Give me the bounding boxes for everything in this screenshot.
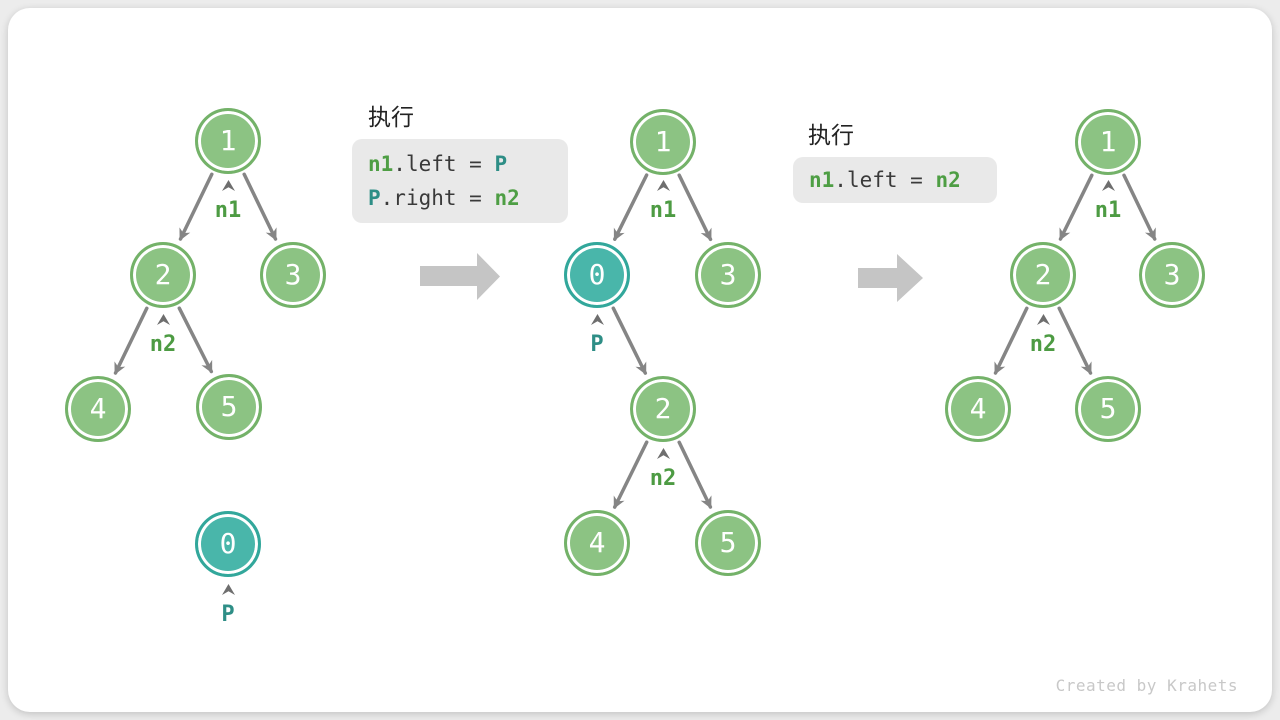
pointer-label: P: [590, 332, 604, 357]
code-token-n1: n1: [368, 152, 394, 176]
caret-up-icon: [221, 180, 235, 191]
tree1-node-1: 1: [195, 108, 261, 174]
pointer-label: n2: [149, 332, 177, 357]
tree2-node-1: 1: [630, 109, 696, 175]
edge-t2-2-4: [612, 440, 649, 509]
tree3-node-5: 5: [1075, 376, 1141, 442]
tree2-node-4: 4: [564, 510, 630, 576]
code2-heading: 执行: [808, 122, 854, 148]
tree3-pointer-n2: n2: [1021, 314, 1065, 357]
edge-t3-2-4: [993, 306, 1029, 375]
caret-up-icon: [1036, 314, 1050, 325]
pointer-label: n1: [649, 198, 677, 223]
code-token-n2: n2: [494, 186, 520, 210]
edge-t1-1-3: [242, 172, 278, 241]
step-arrow-2-icon: [858, 254, 923, 302]
edge-t1-1-2: [178, 172, 214, 241]
tree3-node-3: 3: [1139, 242, 1205, 308]
edge-t3-1-2: [1058, 173, 1094, 241]
edge-t2-1-0: [613, 173, 649, 241]
code-token-n2: n2: [935, 168, 961, 192]
caret-up-icon: [156, 314, 170, 325]
code2-box: n1.left = n2: [793, 157, 997, 203]
edge-t1-2-5: [177, 306, 214, 374]
tree1-node-3: 3: [260, 242, 326, 308]
edge-t3-2-5: [1057, 306, 1093, 375]
tree2-node-0: 0: [564, 242, 630, 308]
tree2-node-2: 2: [630, 376, 696, 442]
edge-t2-2-5: [677, 440, 713, 509]
edge-t1-2-4: [113, 306, 149, 375]
tree2-pointer-n2: n2: [641, 448, 685, 491]
caret-up-icon: [590, 314, 604, 325]
code-token-plain: .left =: [393, 152, 495, 176]
watermark: Created by Krahets: [1055, 676, 1238, 695]
tree1-node-4: 4: [65, 376, 131, 442]
pointer-label: n2: [649, 466, 677, 491]
caret-up-icon: [656, 448, 670, 459]
code-token-p: P: [494, 152, 508, 176]
tree1-pointer-n1: n1: [206, 180, 250, 223]
tree3-pointer-n1: n1: [1086, 180, 1130, 223]
step-arrow-1-icon: [420, 253, 500, 300]
code1-line2: P.right = n2: [368, 181, 552, 215]
tree3-node-2: 2: [1010, 242, 1076, 308]
caret-up-icon: [221, 584, 235, 595]
code-token-plain: .left =: [834, 168, 936, 192]
pointer-label: P: [221, 602, 235, 627]
edge-t3-1-3: [1122, 173, 1157, 241]
tree2-node-3: 3: [695, 242, 761, 308]
tree2-node-5: 5: [695, 510, 761, 576]
caret-up-icon: [1101, 180, 1115, 191]
tree2-pointer-p: P: [575, 314, 619, 357]
tree3-node-1: 1: [1075, 109, 1141, 175]
code-token-n1: n1: [809, 168, 835, 192]
edge-t2-1-3: [677, 173, 713, 242]
pointer-label: n1: [1094, 198, 1122, 223]
code2-line1: n1.left = n2: [809, 163, 981, 197]
caret-up-icon: [656, 180, 670, 191]
tree1-pointer-n2: n2: [141, 314, 185, 357]
pointer-label: n2: [1029, 332, 1057, 357]
tree1-node-0: 0: [195, 511, 261, 577]
tree1-node-5: 5: [196, 374, 262, 440]
tree1-pointer-p: P: [206, 584, 250, 627]
edge-t2-0-2: [611, 306, 648, 375]
code1-box: n1.left = P P.right = n2: [352, 139, 568, 223]
code-token-p: P: [368, 186, 381, 210]
tree2-pointer-n1: n1: [641, 180, 685, 223]
tree1-node-2: 2: [130, 242, 196, 308]
code-token-plain: .right =: [380, 186, 495, 210]
pointer-label: n1: [214, 198, 242, 223]
code1-heading: 执行: [368, 104, 414, 130]
tree3-node-4: 4: [945, 376, 1011, 442]
code1-line1: n1.left = P: [368, 147, 552, 181]
